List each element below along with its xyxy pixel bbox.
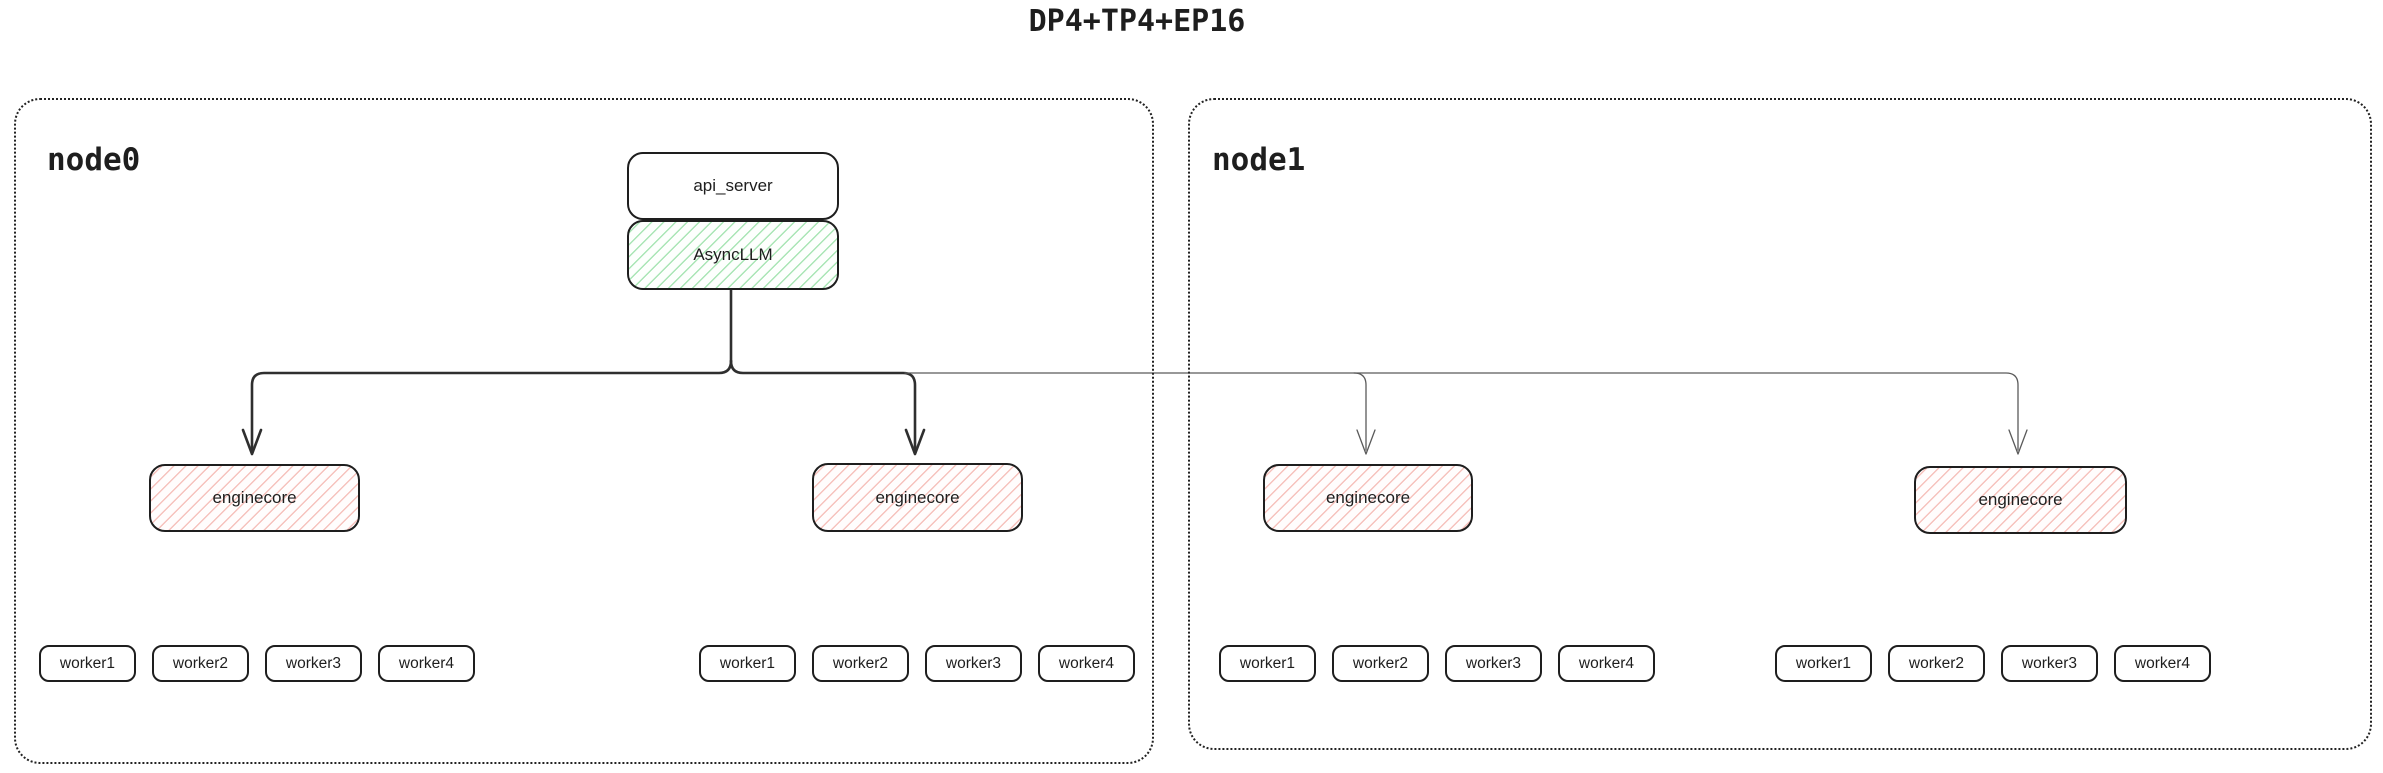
worker-label: worker3 bbox=[2021, 654, 2078, 672]
api-server-label: api_server bbox=[693, 176, 773, 195]
worker-label: worker4 bbox=[1058, 654, 1115, 672]
worker-box: worker2 bbox=[1332, 645, 1429, 682]
worker-box: worker3 bbox=[925, 645, 1022, 682]
worker-box: worker2 bbox=[152, 645, 249, 682]
worker-row-enginecore2: worker1 worker2 worker3 worker4 bbox=[699, 645, 1135, 682]
worker-box: worker1 bbox=[1219, 645, 1316, 682]
worker-box: worker4 bbox=[1558, 645, 1655, 682]
worker-box: worker4 bbox=[2114, 645, 2211, 682]
worker-label: worker2 bbox=[172, 654, 229, 672]
worker-label: worker4 bbox=[1578, 654, 1635, 672]
worker-box: worker1 bbox=[1775, 645, 1872, 682]
diagram-title: DP4+TP4+EP16 bbox=[1028, 4, 1246, 39]
worker-label: worker3 bbox=[1465, 654, 1522, 672]
worker-box: worker3 bbox=[265, 645, 362, 682]
enginecore-label: enginecore bbox=[875, 487, 960, 507]
async-llm-label: AsyncLLM bbox=[693, 245, 773, 264]
worker-row-enginecore1: worker1 worker2 worker3 worker4 bbox=[39, 645, 475, 682]
worker-box: worker1 bbox=[39, 645, 136, 682]
worker-box: worker4 bbox=[378, 645, 475, 682]
node0-label: node0 bbox=[47, 142, 141, 178]
worker-label: worker4 bbox=[398, 654, 455, 672]
worker-box: worker2 bbox=[812, 645, 909, 682]
worker-label: worker2 bbox=[1352, 654, 1409, 672]
worker-label: worker1 bbox=[59, 654, 116, 672]
enginecore-box-1: enginecore bbox=[149, 464, 360, 532]
async-llm-box: AsyncLLM bbox=[627, 220, 839, 290]
node0-container: node0 api_server AsyncLLM enginecore eng… bbox=[14, 98, 1154, 764]
enginecore-label: enginecore bbox=[212, 488, 297, 507]
worker-box: worker1 bbox=[699, 645, 796, 682]
worker-box: worker3 bbox=[2001, 645, 2098, 682]
api-server-box: api_server bbox=[627, 152, 839, 220]
enginecore-box-2: enginecore bbox=[812, 463, 1023, 532]
worker-box: worker2 bbox=[1888, 645, 1985, 682]
worker-label: worker3 bbox=[945, 654, 1002, 672]
node1-label: node1 bbox=[1212, 142, 1306, 178]
enginecore-box-4: enginecore bbox=[1914, 466, 2127, 534]
worker-box: worker3 bbox=[1445, 645, 1542, 682]
enginecore-box-3: enginecore bbox=[1263, 464, 1473, 532]
worker-label: worker1 bbox=[1239, 654, 1296, 672]
worker-box: worker4 bbox=[1038, 645, 1135, 682]
worker-row-enginecore3: worker1 worker2 worker3 worker4 bbox=[1219, 645, 1655, 682]
worker-label: worker1 bbox=[719, 654, 776, 672]
enginecore-label: enginecore bbox=[1325, 488, 1411, 507]
worker-label: worker3 bbox=[285, 654, 342, 672]
worker-label: worker1 bbox=[1795, 654, 1852, 672]
enginecore-label: enginecore bbox=[1978, 490, 2063, 509]
worker-label: worker4 bbox=[2134, 654, 2191, 672]
worker-row-enginecore4: worker1 worker2 worker3 worker4 bbox=[1775, 645, 2211, 682]
worker-label: worker2 bbox=[1908, 654, 1965, 672]
node1-container: node1 enginecore enginecore worker1 work… bbox=[1188, 98, 2372, 750]
worker-label: worker2 bbox=[832, 654, 889, 672]
